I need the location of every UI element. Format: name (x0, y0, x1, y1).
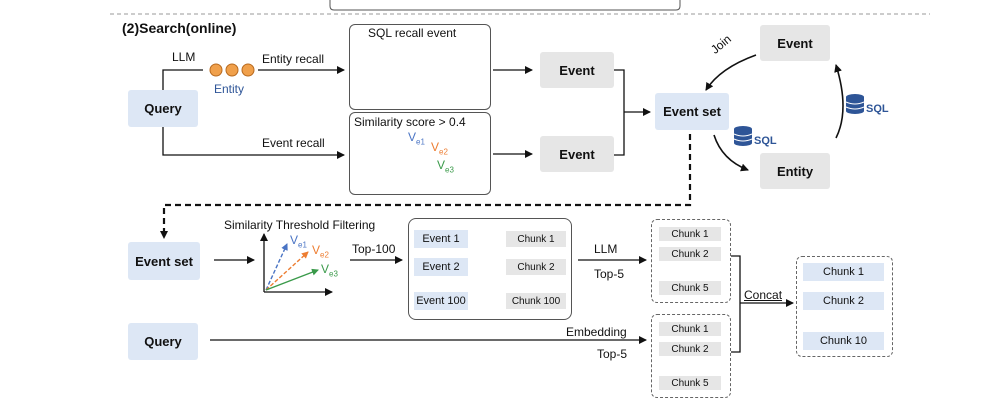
query-to-event-recall-line (162, 127, 345, 159)
vec-e2-label: Ve2 (312, 243, 329, 260)
chunk-item: Chunk 2 (803, 292, 884, 310)
vector-diagram-bottom (260, 233, 333, 296)
vec-e3-label: Ve3 (437, 158, 454, 175)
entity-to-event-arrow (834, 64, 844, 139)
database-icon (845, 94, 865, 114)
entity-box: Entity (760, 153, 830, 189)
event-item: Event 100 (414, 292, 468, 310)
previous-panel-edge (329, 0, 681, 11)
vec-e3-label: Ve3 (321, 262, 338, 279)
entity-dot (225, 63, 239, 77)
chunk-item: Chunk 5 (659, 281, 721, 295)
event-item: Event 2 (414, 258, 468, 276)
vec-e1-label: Ve1 (290, 233, 307, 250)
filter-title: Similarity Threshold Filtering (224, 218, 376, 232)
chunk-item: Chunk 100 (506, 293, 566, 309)
entity-label: Entity (214, 82, 245, 96)
entity-dot (209, 63, 223, 77)
top5-label: Top-5 (597, 347, 628, 361)
chunk-item: Chunk 1 (659, 322, 721, 336)
database-icon (733, 126, 753, 146)
event-set-box: Event set (128, 242, 200, 280)
similarity-panel (349, 112, 491, 195)
top5-label: Top-5 (594, 267, 625, 281)
join-arrow (705, 54, 757, 91)
event-box: Event (540, 52, 614, 88)
events-merge-line (614, 69, 650, 156)
sql-label: SQL (866, 103, 889, 115)
chunk-item: Chunk 2 (659, 247, 721, 261)
chunk-item: Chunk 2 (659, 342, 721, 356)
event-box: Event (540, 136, 614, 172)
top100-label: Top-100 (352, 242, 396, 256)
chunk-item: Chunk 1 (506, 231, 566, 247)
llm-label: LLM (172, 50, 196, 64)
similarity-title: Similarity score > 0.4 (354, 115, 466, 129)
chunk-item: Chunk 5 (659, 376, 721, 390)
query-box: Query (128, 90, 198, 127)
embedding-label: Embedding (566, 325, 627, 339)
entity-dot (241, 63, 255, 77)
chunk-item: Chunk 1 (659, 227, 721, 241)
sql-label: SQL (754, 135, 777, 147)
event-box: Event (760, 25, 830, 61)
query-box: Query (128, 323, 198, 360)
llm-label: LLM (594, 242, 618, 256)
entity-recall-label: Entity recall (262, 52, 325, 66)
sql-recall-title: SQL recall event (368, 26, 457, 40)
section-title: (2)Search(online) (122, 20, 237, 36)
query-split-line (162, 69, 203, 90)
vec-e2-label: Ve2 (431, 140, 448, 157)
chunk-item: Chunk 2 (506, 259, 566, 275)
event-set-link-dashed (160, 134, 692, 239)
event-set-box: Event set (655, 93, 729, 130)
concat-bracket (730, 255, 793, 353)
to-entity-arrow (713, 134, 749, 172)
chunk-item: Chunk 1 (803, 263, 884, 281)
chunk-item: Chunk 10 (803, 332, 884, 350)
vec-e1-label: Ve1 (408, 130, 425, 147)
concat-label: Concat (744, 288, 783, 302)
event-item: Event 1 (414, 230, 468, 248)
sql-recall-panel (349, 24, 491, 110)
event-recall-label: Event recall (262, 136, 325, 150)
